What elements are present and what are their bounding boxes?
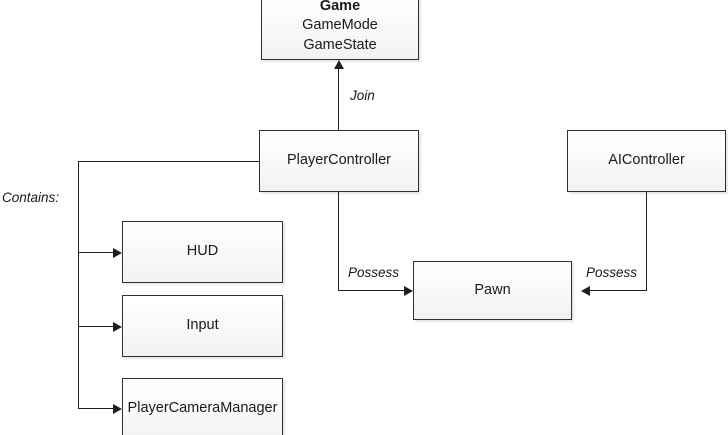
arrowhead-possess-right-icon [581,286,590,296]
node-game-title: Game [319,0,361,14]
node-player-camera-manager[interactable]: PlayerCameraManager [122,378,283,435]
node-ai-controller-label: AIController [608,152,685,169]
edge-playercontroller-down-segment [338,192,340,291]
edge-playercontroller-to-game [338,68,340,130]
edge-contains-to-input [78,326,114,328]
group-label-contains: Contains: [2,190,60,205]
edge-contains-to-hud [78,252,114,254]
node-pawn-label: Pawn [474,281,511,298]
edge-contains-to-player-camera-manager [78,408,114,410]
arrowhead-join-up-icon [334,60,344,69]
node-ai-controller[interactable]: AIController [567,130,726,192]
edge-contains-trunk-vertical [78,161,80,409]
arrowhead-possess-left-icon [404,286,413,296]
node-player-controller[interactable]: PlayerController [259,130,419,192]
node-hud-label: HUD [186,243,219,260]
node-hud[interactable]: HUD [122,221,283,283]
edge-label-possess-left: Possess [348,265,400,280]
edge-aicontroller-down-segment [646,192,648,291]
edge-aicontroller-to-pawn-segment [590,290,647,292]
edge-contains-trunk-horizontal [78,161,259,163]
node-input-label: Input [186,317,219,334]
node-input[interactable]: Input [122,295,283,357]
node-player-camera-manager-label: PlayerCameraManager [127,400,278,417]
arrowhead-contains-camera-icon [113,404,122,414]
node-player-controller-label: PlayerController [287,152,391,169]
node-game[interactable]: Game GameMode GameState [261,0,419,60]
node-game-line-gamemode: GameMode [302,17,378,34]
arrowhead-contains-hud-icon [113,248,122,258]
edge-label-join: Join [350,88,375,103]
node-game-line-gamestate: GameState [303,36,377,53]
edge-label-possess-right: Possess [586,265,638,280]
node-pawn[interactable]: Pawn [413,261,572,320]
arrowhead-contains-input-icon [113,322,122,332]
edge-playercontroller-to-pawn-segment [338,290,405,292]
